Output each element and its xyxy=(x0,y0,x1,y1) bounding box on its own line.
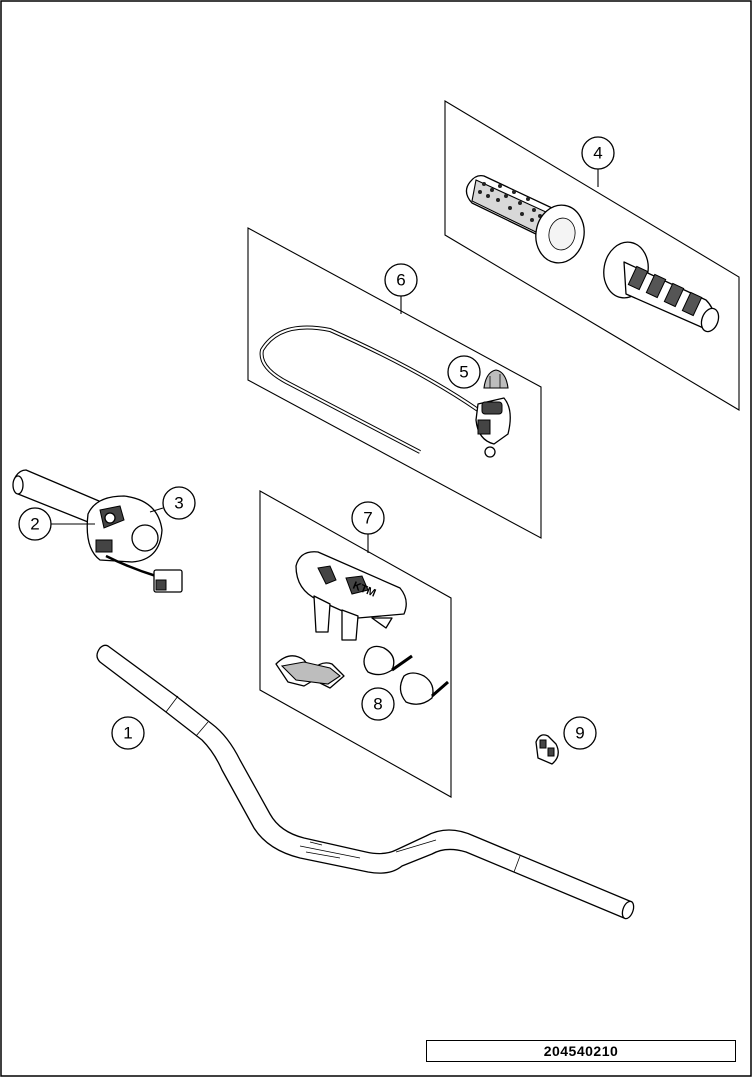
grip-set-panel xyxy=(444,100,740,411)
drawing-code-box: 204540210 xyxy=(426,1040,736,1062)
svg-text:1: 1 xyxy=(123,724,132,743)
callout-8: 8 xyxy=(361,687,395,721)
svg-text:2: 2 xyxy=(30,515,39,534)
throttle-tube xyxy=(12,469,107,527)
throttle-connector xyxy=(105,554,183,593)
callout-2: 2 xyxy=(18,507,95,541)
callout-4: 4 xyxy=(581,136,615,170)
svg-text:4: 4 xyxy=(593,144,602,163)
switch-cap xyxy=(483,369,509,389)
pad-panel xyxy=(259,490,452,798)
left-grip xyxy=(465,174,585,264)
svg-text:9: 9 xyxy=(575,724,584,743)
kill-switch-body xyxy=(475,397,511,458)
drawing-code: 204540210 xyxy=(543,1043,619,1059)
right-grip xyxy=(603,241,720,333)
svg-text:8: 8 xyxy=(373,695,382,714)
callout-9: 9 xyxy=(563,716,597,750)
switch-panel xyxy=(247,227,542,539)
svg-text:3: 3 xyxy=(174,494,183,513)
svg-text:5: 5 xyxy=(459,363,468,382)
callout-1: 1 xyxy=(111,716,145,750)
callout-3: 3 xyxy=(149,486,196,520)
cable-clip xyxy=(535,734,559,765)
cable-ties xyxy=(363,645,449,705)
callout-7: 7 xyxy=(351,501,385,535)
callout-6: 6 xyxy=(384,263,418,297)
svg-text:7: 7 xyxy=(363,509,372,528)
handlebar-pad: KTM xyxy=(295,551,407,641)
kill-switch-cable xyxy=(259,325,480,454)
throttle-housing xyxy=(86,495,163,563)
pad-bracket xyxy=(275,655,345,689)
callout-5: 5 xyxy=(447,355,481,389)
handlebar xyxy=(96,644,635,920)
svg-text:6: 6 xyxy=(396,271,405,290)
